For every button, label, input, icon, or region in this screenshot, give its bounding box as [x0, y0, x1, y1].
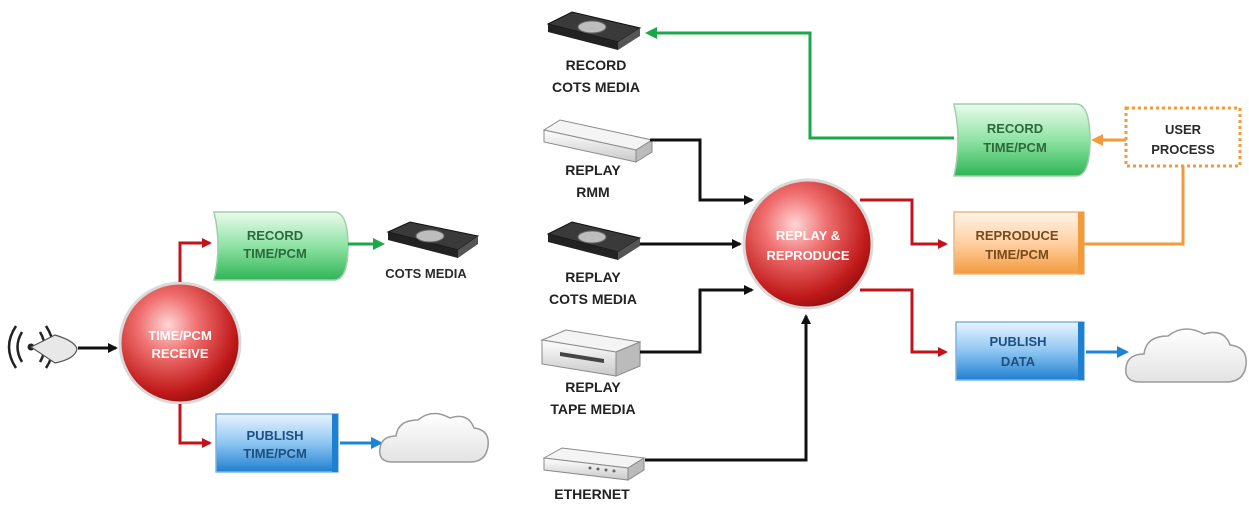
reproduce-line2: TIME/PCM — [985, 247, 1049, 262]
receive-line1: TIME/PCM — [148, 328, 212, 343]
record-right-line1: RECORD — [987, 121, 1043, 136]
arrow-replay-reproduce — [860, 198, 948, 249]
hard-drive-icon — [386, 221, 480, 258]
line-user-reproduce — [1084, 166, 1185, 246]
hard-drive-icon — [546, 11, 642, 50]
replay-reproduce-node: REPLAY & REPRODUCE — [742, 178, 874, 310]
antenna-icon — [7, 325, 78, 369]
receive-line2: RECEIVE — [151, 346, 208, 361]
reproduce-time-pcm-node: REPRODUCE TIME/PCM — [953, 211, 1085, 275]
arrow-replay-publish — [860, 288, 948, 357]
user-process-node: USER PROCESS — [1124, 106, 1242, 168]
publish-data-line2: DATA — [1001, 354, 1036, 369]
cots-media-left-label: COTS MEDIA — [385, 266, 467, 281]
ethernet-label: ETHERNET — [554, 486, 630, 502]
record-time-pcm-left-node: RECORD TIME/PCM — [213, 211, 349, 281]
user-process-line1: USER — [1165, 122, 1202, 137]
publish-time-pcm-node: PUBLISH TIME/PCM — [215, 413, 339, 473]
arrow-rmm-replay — [650, 138, 754, 205]
record-cots-line2: COTS MEDIA — [552, 79, 640, 95]
reproduce-line1: REPRODUCE — [975, 228, 1058, 243]
record-cots-line1: RECORD — [566, 57, 627, 73]
arrow-receive-record — [178, 238, 212, 282]
publish-data-line1: PUBLISH — [989, 334, 1046, 349]
replay-cots-line2: COTS MEDIA — [549, 291, 637, 307]
replay-rmm-line1: REPLAY — [565, 162, 621, 178]
publish-left-line2: TIME/PCM — [243, 446, 307, 461]
arrow-record-to-cots — [645, 27, 954, 140]
record-time-pcm-right-node: RECORD TIME/PCM — [953, 103, 1091, 177]
replay-reproduce-line2: REPRODUCE — [766, 248, 849, 263]
hard-drive-icon — [546, 221, 642, 260]
replay-cots-line1: REPLAY — [565, 269, 621, 285]
replay-tape-line2: TAPE MEDIA — [550, 401, 635, 417]
user-process-line2: PROCESS — [1151, 142, 1215, 157]
cloud-icon — [379, 412, 489, 463]
ethernet-switch-icon — [542, 447, 646, 481]
replay-tape-line1: REPLAY — [565, 379, 621, 395]
replay-rmm-line2: RMM — [576, 184, 609, 200]
publish-data-node: PUBLISH DATA — [955, 321, 1085, 381]
rmm-device-icon — [542, 119, 654, 163]
time-pcm-receive-node: TIME/PCM RECEIVE — [118, 281, 242, 405]
record-left-line1: RECORD — [247, 228, 303, 243]
tape-device-icon — [540, 329, 642, 377]
record-right-line2: TIME/PCM — [983, 140, 1047, 155]
cloud-icon — [1125, 328, 1247, 383]
arrow-receive-publish — [178, 404, 212, 448]
publish-left-line1: PUBLISH — [246, 428, 303, 443]
arrow-tape-replay — [640, 285, 754, 354]
replay-reproduce-line1: REPLAY & — [776, 228, 840, 243]
record-left-line2: TIME/PCM — [243, 246, 307, 261]
arrow-ethernet-replay — [645, 314, 811, 462]
